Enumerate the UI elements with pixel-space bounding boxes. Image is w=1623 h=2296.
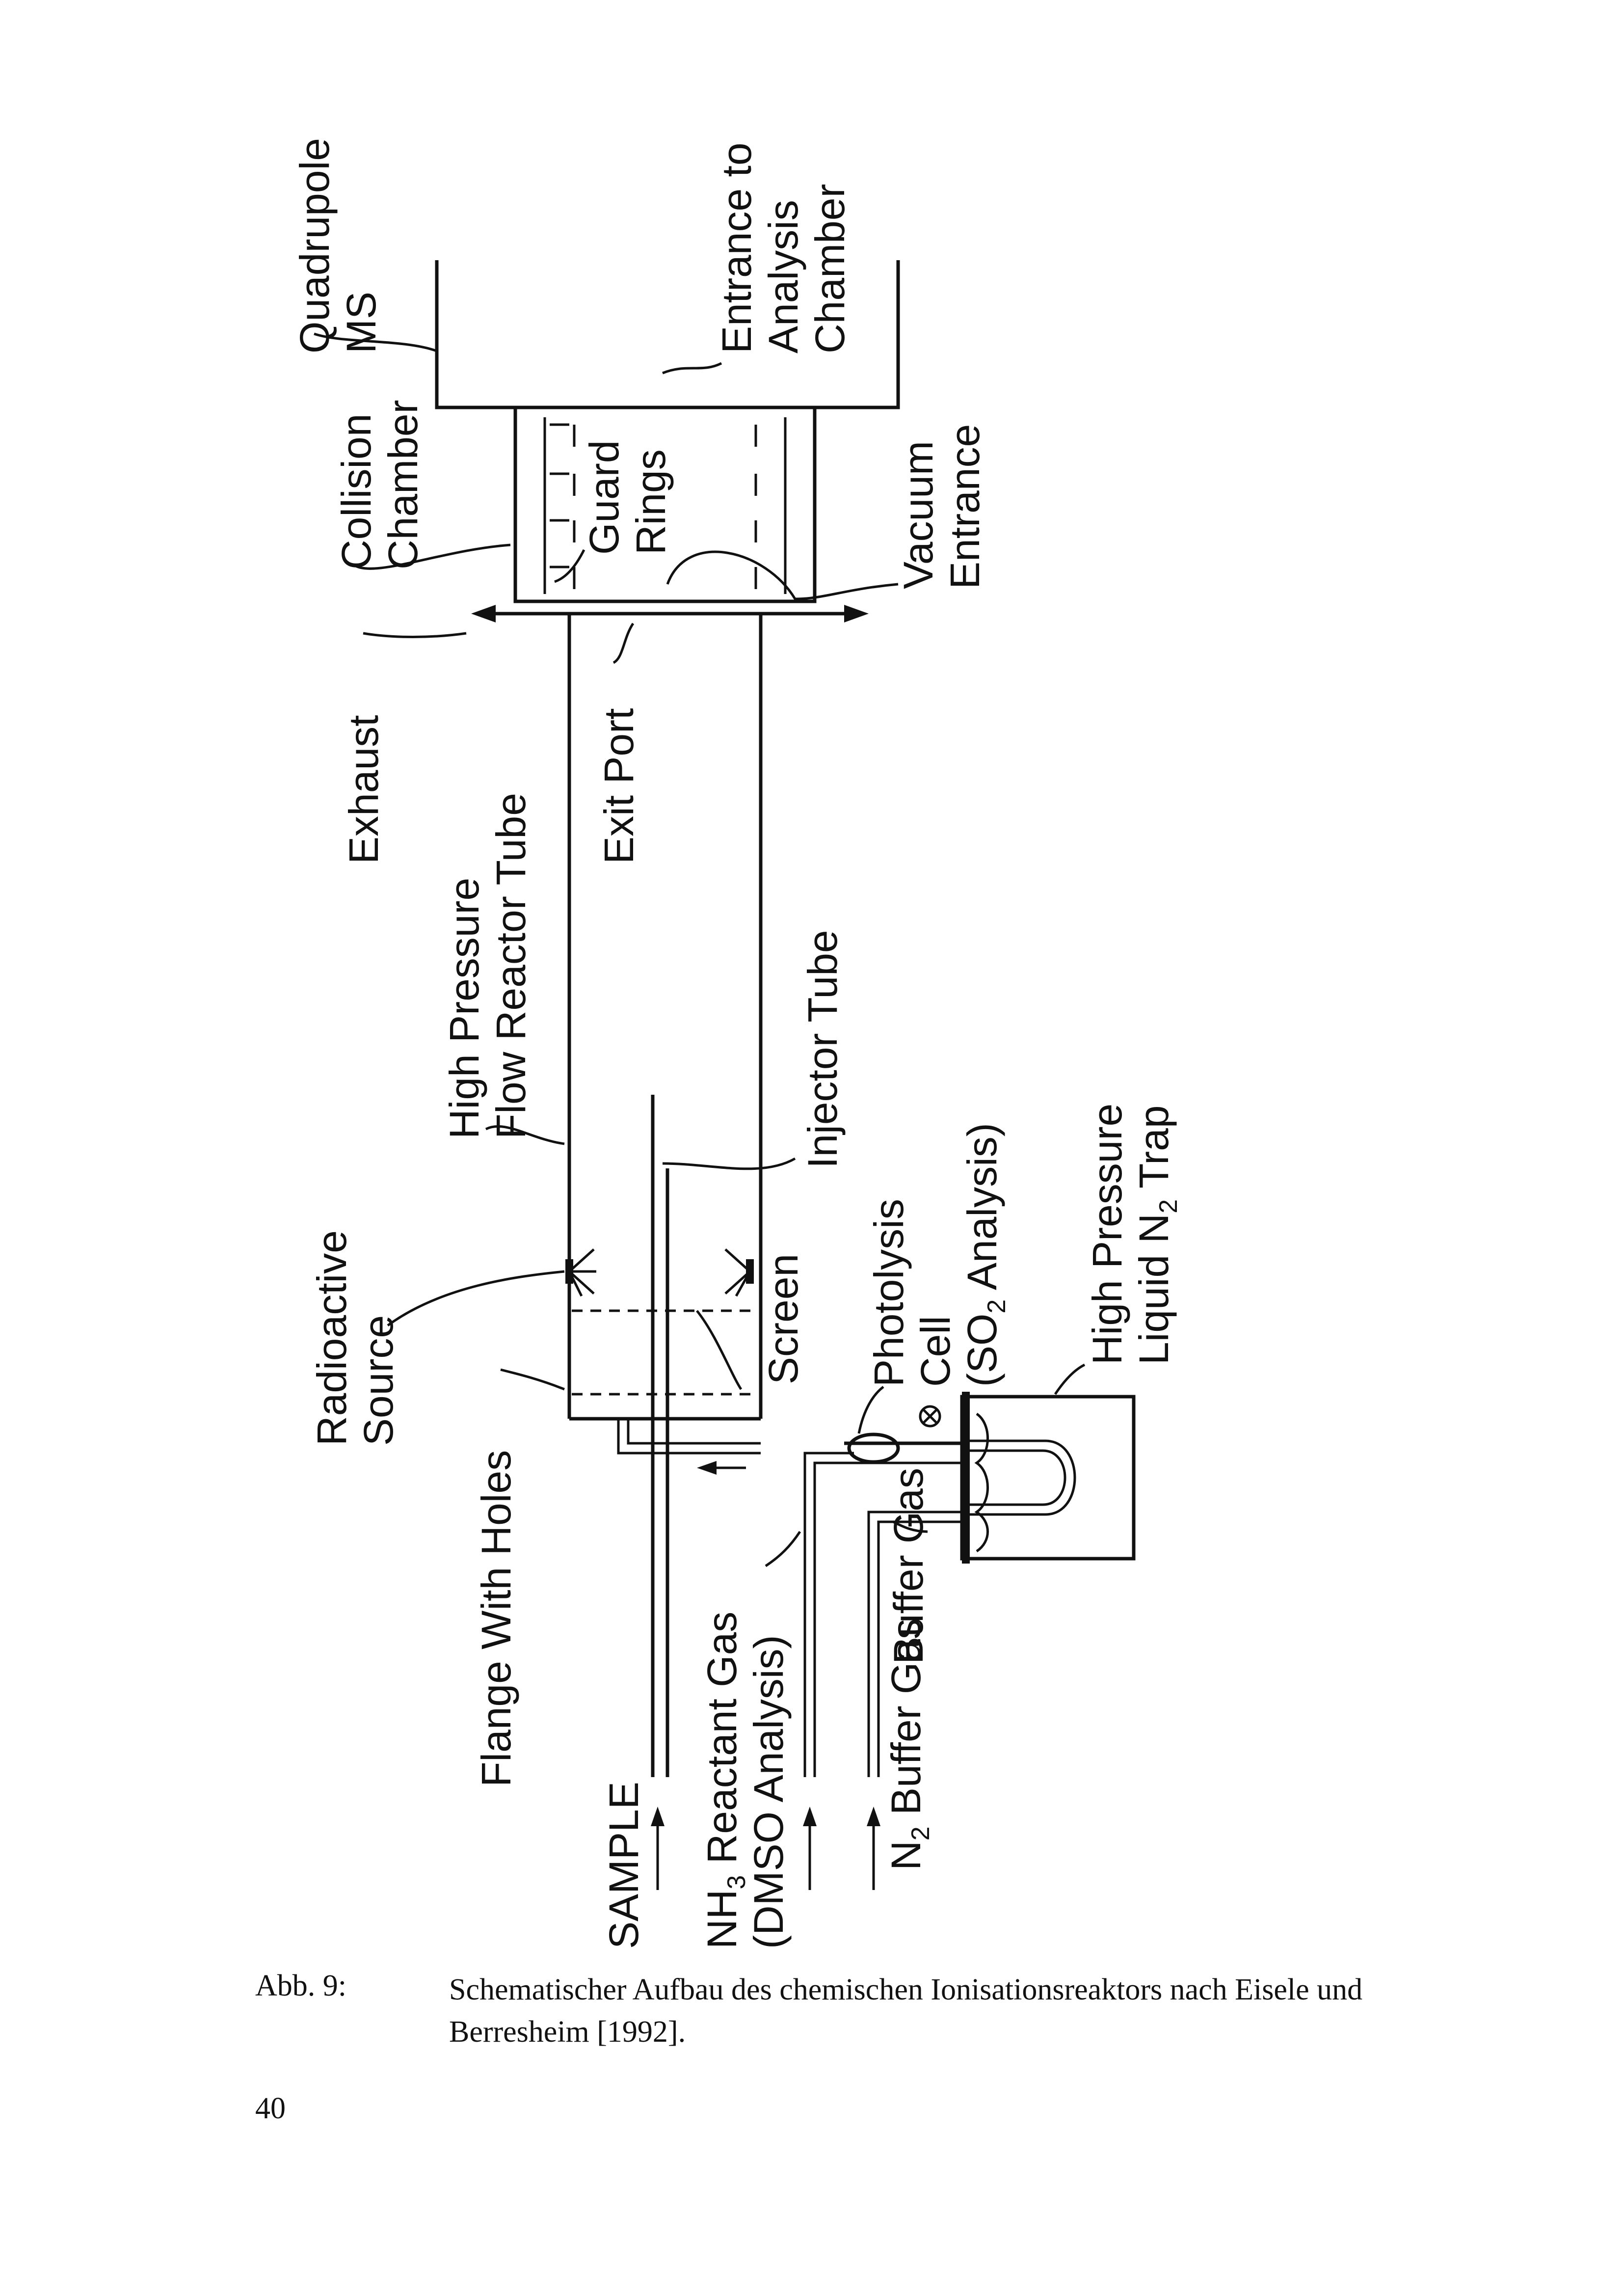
radioactive-source xyxy=(565,1248,754,1297)
label-high-pressure-flow-reactor: High Pressure Flow Reactor Tube xyxy=(441,793,534,1139)
label-photolysis-cell: Photolysis Cell (SO2 Analysis) xyxy=(866,1123,1011,1387)
label-screen: Screen xyxy=(760,1254,806,1384)
photolysis-cell xyxy=(844,1432,962,1464)
label-exhaust: Exhaust xyxy=(341,715,387,864)
collision-chamber xyxy=(513,407,817,603)
label-sample: SAMPLE xyxy=(601,1782,647,1949)
figure-label: Abb. 9: xyxy=(255,1969,346,2002)
n2-trap xyxy=(960,1392,1136,1564)
inlet-arrows xyxy=(651,1807,880,1890)
leader-lines xyxy=(314,332,1086,1567)
label-n2-trap: High Pressure Liquid N2 Trap xyxy=(1084,1092,1183,1365)
label-exit-port: Exit Port xyxy=(596,708,642,864)
label-injector-tube: Injector Tube xyxy=(799,930,846,1168)
label-n2-buffer-gas: N2 Buffer Gas xyxy=(883,1619,935,1870)
exhaust-arrows xyxy=(471,605,869,622)
figure-caption: Schematischer Aufbau des chemischen Ioni… xyxy=(449,1973,1363,2049)
label-buffer-gas: Buffer Gas xyxy=(885,1468,931,1664)
label-vacuum-entrance: Vacuum Entrance xyxy=(895,424,988,589)
buffer-gas-line xyxy=(867,1511,962,1777)
guard-rings xyxy=(550,423,757,589)
label-quadrupole-ms: Quadrupole MS xyxy=(292,127,384,353)
valve-icon xyxy=(919,1405,941,1428)
page-number: 40 xyxy=(255,2092,286,2125)
label-reactant-gas: NH3 Reactant Gas (DMSO Analysis) xyxy=(699,1600,792,1949)
label-entrance-analysis: Entrance to Analysis Chamber xyxy=(714,131,853,353)
label-collision-chamber: Collision Chamber xyxy=(333,400,426,569)
quadrupole-ms-chamber xyxy=(435,260,900,409)
injector-tube xyxy=(651,1095,669,1777)
label-guard-rings: Guard Rings xyxy=(581,429,674,555)
label-flange-with-holes: Flange With Holes xyxy=(473,1450,519,1787)
label-radioactive-source: Radioactive Source xyxy=(309,1219,401,1446)
flow-reactor-tube xyxy=(567,614,763,1421)
gas-manifold xyxy=(617,1419,854,1777)
